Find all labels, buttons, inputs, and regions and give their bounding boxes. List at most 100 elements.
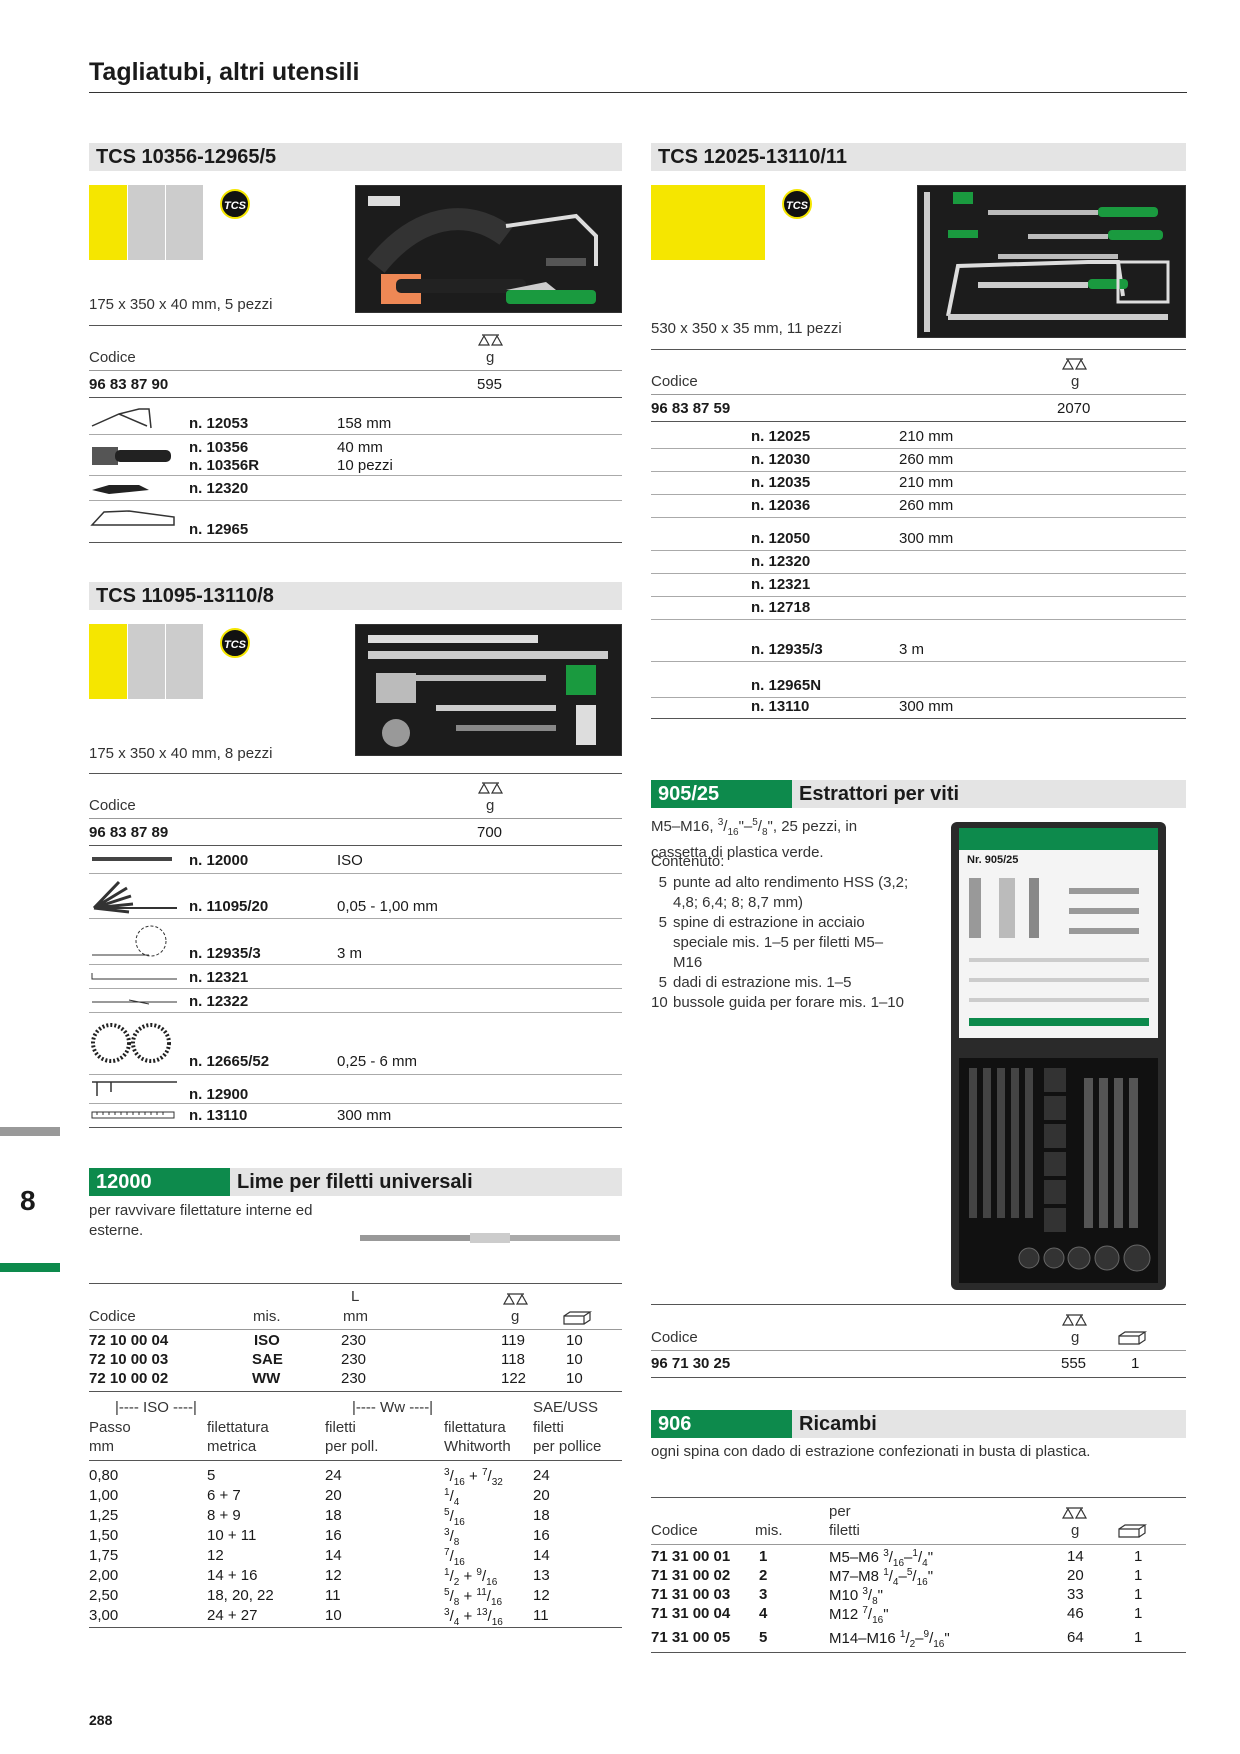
metric-thread: 18, 20, 22 [207,1587,274,1604]
item-ref: n. 12036 [751,497,811,514]
fraction-num: 5 [906,1567,913,1578]
thread-file-icon [92,857,172,861]
divider [89,1283,622,1284]
item-spec: 3 m [337,945,363,962]
tpi: 12 [325,1567,342,1584]
sae-tpi: 11 [533,1607,549,1624]
metric-thread: 6 + 7 [207,1487,241,1504]
item-spec: 0,25 - 6 mm [337,1053,418,1070]
ruler-icon [91,1111,175,1119]
weight: 14 [1067,1548,1084,1565]
tool-list: n. 12053 158 mm n. 10356 n. 10356R 40 mm… [89,404,622,554]
whitworth: 1/2 + 9/16 [444,1567,498,1588]
fraction-den: 32 [491,1477,503,1488]
color-swatch [165,185,203,260]
passo: 1,00 [89,1487,119,1504]
list-item: n. 12322 [89,989,622,1013]
code: 72 10 00 02 [89,1370,169,1387]
item-spec: 158 mm [337,415,392,432]
whitworth: 1/4 [444,1487,460,1508]
fraction-num: 3 [444,1467,450,1478]
table-row: 72 10 00 03 SAE 230 118 10 [89,1351,622,1370]
fraction-num: 7 [481,1467,488,1478]
item-qty: 5 [658,914,667,931]
mis: 3 [759,1586,768,1603]
plus: + [464,1468,482,1485]
fraction-num: 3 [717,817,724,828]
case-lid-card: Nr. 905/25 [959,828,1158,1038]
intro-text: ", 25 pezzi, in cassetta di plastica ver… [651,818,858,861]
tcs-logo-icon: TCS [220,628,250,658]
col-header-codice: Codice [89,1308,136,1325]
fraction-num: 3 [862,1586,868,1597]
section-title-tcs-10356: TCS 10356-12965/5 [89,143,622,171]
package-icon [563,1311,592,1325]
col-header-mis: mis. [253,1308,281,1325]
section4-desc: 530 x 350 x 35 mm, 11 pezzi [651,320,842,337]
passo: 2,00 [89,1567,119,1584]
thread-gauge-icon [91,1023,171,1063]
divider [89,397,622,398]
chapter-tab-green [0,1263,60,1272]
fraction-num: 5 [444,1507,450,1518]
divider [89,1460,622,1461]
thread-file-photo [360,1233,620,1243]
codice-label: Codice [651,373,698,390]
dash: – [904,1549,913,1566]
col-sae-2: per pollice [533,1438,602,1455]
qty: 1 [1134,1548,1143,1565]
metric-thread: 12 [207,1547,224,1564]
lid-header-bar [959,828,1158,850]
fraction-num: 1 [912,1548,918,1559]
item-ref: n. 12665/52 [189,1053,270,1070]
col-passo-unit: mm [89,1438,114,1455]
fraction-den: 16 [453,1557,465,1568]
divider [651,1377,1186,1378]
item-spec: 0,05 - 1,00 mm [337,898,438,915]
list-item: n. 12965 [89,501,622,543]
fraction-den: 16 [892,1558,905,1569]
fraction-den: 16 [491,1617,503,1628]
fraction-num: 11 [476,1587,487,1598]
list-item: n. 12965N [651,662,1186,698]
utility-knife-icon [90,510,175,526]
passo: 2,50 [89,1587,119,1604]
fraction-den: 16 [453,1477,465,1488]
section3-desc: per ravvivare filettature interne ed est… [89,1202,313,1239]
fraction-num: 13 [476,1607,488,1618]
tpi: 24 [325,1467,342,1484]
fraction-num: 9 [476,1567,482,1578]
section5-intro: M5–M16, 3/16"–5/8", 25 pezzi, in cassett… [651,817,858,861]
qty: 1 [1134,1567,1143,1584]
iso-span-label: |---- ISO ----| [115,1399,197,1416]
item-ref: n. 13110 [189,1107,248,1124]
thread-metric: M5–M6 [829,1549,884,1566]
codice-label: Codice [651,1329,698,1346]
tool-tray-photo [355,185,622,313]
weight: 118 [501,1351,525,1368]
mis: ISO [254,1332,280,1349]
passo: 1,50 [89,1527,119,1544]
list-item: n. 12935/3 3 m [89,919,622,965]
weight-icon [1061,1507,1088,1519]
whitworth: 3/16 + 7/32 [444,1467,503,1488]
hacksaw-icon [91,408,152,429]
fraction-num: 5 [752,817,758,828]
item-spec: 260 mm [899,497,954,514]
item-qty: 5 [658,874,667,891]
product-number: 906 [651,1410,792,1438]
section-header-906: 906 Ricambi [651,1410,1186,1438]
sae-tpi: 24 [533,1467,550,1484]
case-tray [959,1058,1158,1283]
article-code: 96 83 87 89 [89,824,169,841]
metric-thread: 24 + 27 [207,1607,258,1624]
